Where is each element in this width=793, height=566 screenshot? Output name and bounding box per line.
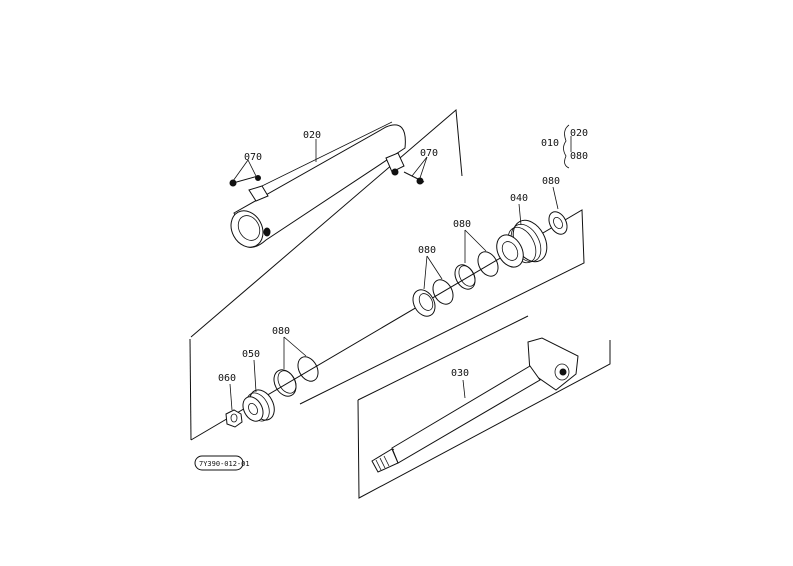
nut (225, 409, 243, 428)
label-drawing-number: 7Y390-012-01 (199, 460, 250, 468)
leader-seal-top (552, 186, 559, 210)
middle-panel-frame (190, 209, 585, 441)
leader-seal-piston-b (283, 336, 307, 357)
label-rod: 030 (451, 368, 469, 379)
gland (496, 219, 548, 268)
label-cylinder-tube: 020 (303, 130, 321, 141)
label-legend-sub-2: 080 (570, 151, 588, 162)
label-legend-sub-1: 020 (570, 128, 588, 139)
label-seal-top: 080 (542, 176, 560, 187)
leader-nut (229, 383, 233, 411)
label-piston: 050 (242, 349, 260, 360)
leader-seal-mid-b (464, 229, 487, 252)
label-bolt-right: 070 (420, 148, 438, 159)
cylinder-tube (230, 121, 406, 248)
leader-gland (518, 203, 522, 226)
bolt-right (391, 156, 428, 185)
upper-panel-frame (189, 108, 463, 441)
lower-panel-frame (357, 315, 611, 499)
bolt-left (229, 159, 261, 187)
seal-ring-lower (412, 279, 454, 317)
seal-ring-mid (454, 251, 499, 290)
leader-seal-lower-b (426, 255, 443, 280)
label-seal-piston: 080 (272, 326, 290, 337)
label-legend-main: 010 (541, 138, 559, 149)
seal-ring-top (548, 211, 568, 235)
seal-ring-piston (273, 356, 319, 397)
label-bolt-left: 070 (244, 152, 262, 163)
leader-piston (253, 359, 257, 393)
drawing-number-badge (194, 455, 244, 471)
piston (242, 389, 275, 422)
label-gland: 040 (510, 193, 528, 204)
leader-rod (462, 379, 466, 399)
piston-rod (371, 337, 579, 473)
label-seal-lower: 080 (418, 245, 436, 256)
label-seal-mid: 080 (453, 219, 471, 230)
legend-bracket (563, 124, 572, 169)
leader-seal-lower-a (423, 255, 428, 290)
label-nut: 060 (218, 373, 236, 384)
